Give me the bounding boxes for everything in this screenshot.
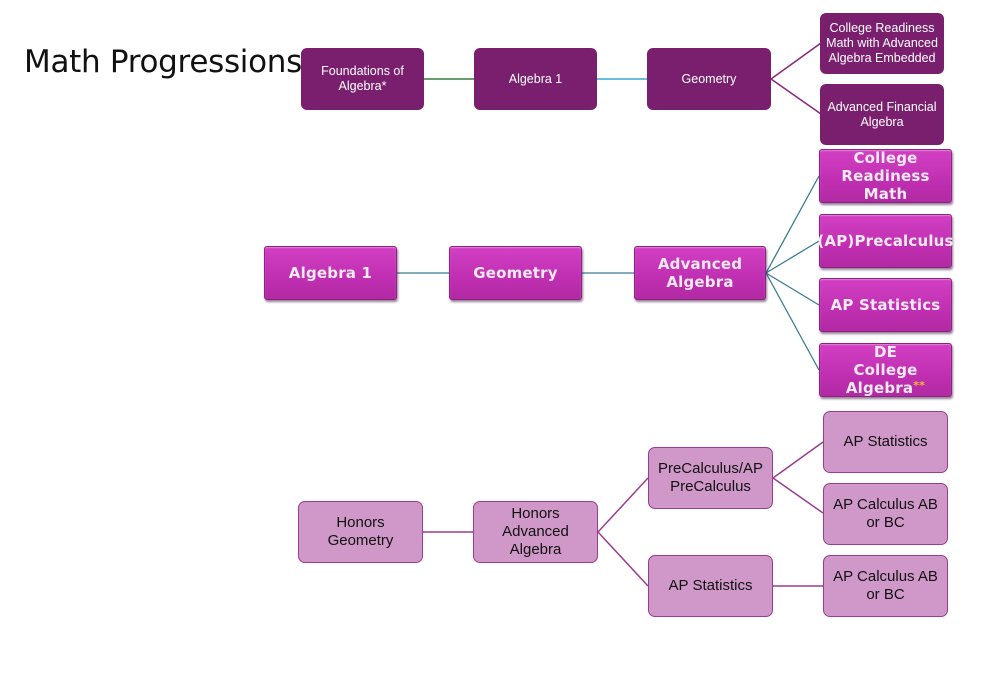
node-advanced-algebra: Advanced Algebra (634, 246, 766, 300)
node-ap-statistics-standard: AP Statistics (819, 278, 952, 332)
node-ap-precalculus: (AP)Precalculus (817, 214, 953, 268)
node-advanced-financial-algebra: Advanced Financial Algebra (820, 84, 944, 145)
edge-hadv-precalc (597, 477, 649, 533)
node-precalculus-ap-precalculus: PreCalculus/AP PreCalculus (648, 447, 773, 509)
edge-advalg-precalc (765, 240, 820, 274)
double-asterisk-footnote-marker: ** (913, 379, 926, 392)
node-foundations-of-algebra: Foundations of Algebra* (301, 48, 424, 110)
edge-precalc-apcalc (772, 477, 824, 514)
node-college-readiness-math-advanced: College Readiness Math with Advanced Alg… (820, 13, 944, 74)
node-ap-calculus-after-apstats: AP Calculus AB or BC (823, 555, 948, 617)
node-de-college-algebra: DE College Algebra** (819, 343, 952, 397)
edge-precalc-apstats (772, 441, 824, 479)
edge-geo-crm-adv (770, 42, 822, 80)
node-honors-geometry: Honors Geometry (298, 501, 423, 563)
edge-advalg-apstats (765, 272, 820, 306)
node-algebra-1: Algebra 1 (474, 48, 597, 110)
page-title: Math Progressions (24, 44, 302, 80)
node-college-readiness-math: College Readiness Math (819, 149, 952, 203)
node-geometry-standard: Geometry (449, 246, 582, 300)
edge-hadv-apstats (597, 531, 649, 587)
node-geometry: Geometry (647, 48, 771, 110)
node-algebra-1-standard: Algebra 1 (264, 246, 397, 300)
node-ap-statistics-honors: AP Statistics (648, 555, 773, 617)
edge-advalg-dealg (765, 272, 820, 371)
node-ap-statistics-after-precalc: AP Statistics (823, 411, 948, 473)
node-ap-calculus-after-precalc: AP Calculus AB or BC (823, 483, 948, 545)
edge-advalg-crm (765, 175, 820, 274)
edge-geo-afa (770, 78, 822, 115)
node-honors-advanced-algebra: Honors Advanced Algebra (473, 501, 598, 563)
